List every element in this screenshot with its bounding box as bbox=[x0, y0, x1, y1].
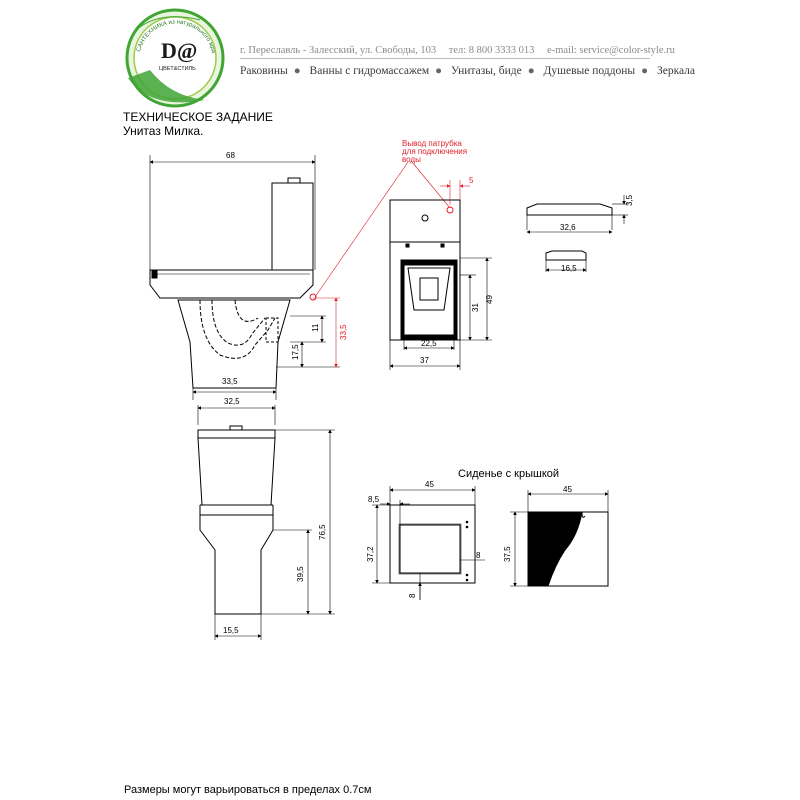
side-width-label: 68 bbox=[226, 151, 235, 160]
nav-bullet: ● bbox=[641, 65, 649, 77]
address: г. Переславль - Залесский, ул. Свободы, … bbox=[240, 45, 437, 56]
nav-item-sinks[interactable]: Раковины bbox=[240, 65, 288, 77]
seat-top-side: 8 bbox=[476, 551, 481, 560]
front-height: 76,5 bbox=[318, 524, 327, 540]
lid-width: 32,6 bbox=[560, 223, 576, 232]
nav-bullet: ● bbox=[435, 65, 443, 77]
button-width: 16,5 bbox=[561, 264, 577, 273]
seat-section-title: Сиденье с крышкой bbox=[458, 468, 560, 480]
seat-side-width: 45 bbox=[563, 485, 572, 494]
button-part bbox=[545, 250, 587, 272]
page-subtitle: Унитаз Милка. bbox=[123, 124, 204, 138]
top-inner-width: 22,5 bbox=[421, 339, 437, 348]
seat-side-height: 37,5 bbox=[503, 546, 512, 562]
side-dim-33-5: 33,5 bbox=[339, 324, 348, 340]
top-outlet-offset: 5 bbox=[469, 176, 474, 185]
header-divider bbox=[240, 58, 650, 59]
seat-top-width: 45 bbox=[425, 480, 434, 489]
nav-item-baths[interactable]: Ванны с гидромассажем bbox=[309, 65, 430, 77]
page-title: ТЕХНИЧЕСКОЕ ЗАДАНИЕ bbox=[123, 110, 273, 124]
side-dim-11: 11 bbox=[311, 323, 320, 332]
outlet-annotation-line-3: воды bbox=[402, 155, 421, 164]
side-depth-label: 33,5 bbox=[222, 377, 238, 386]
footer-note: Размеры могут варьироваться в пределах 0… bbox=[124, 784, 372, 796]
seat-top-bottom: 8 bbox=[408, 593, 417, 598]
top-height-49: 49 bbox=[485, 295, 494, 304]
seat-top-view bbox=[372, 486, 485, 600]
outlet-annotation-line-1: Вывод патрубка bbox=[402, 139, 462, 148]
email: e-mail: service@color-style.ru bbox=[547, 45, 675, 56]
seat-top-depth: 37,2 bbox=[366, 546, 375, 562]
nav-item-toilets[interactable]: Унитазы, биде bbox=[450, 65, 522, 77]
contact-line: г. Переславль - Залесский, ул. Свободы, … bbox=[240, 45, 685, 56]
nav-item-shower-trays[interactable]: Душевые поддоны bbox=[543, 65, 636, 77]
front-base-width: 15,5 bbox=[223, 626, 239, 635]
lid-part bbox=[526, 195, 628, 234]
front-view bbox=[197, 405, 335, 640]
top-inner-height-31: 31 bbox=[471, 303, 480, 312]
nav-bullet: ● bbox=[293, 65, 301, 77]
outlet-annotation-line-2: для подключения bbox=[402, 147, 467, 156]
seat-top-offset: 8,5 bbox=[368, 495, 380, 504]
nav-item-mirrors[interactable]: Зеркала bbox=[656, 65, 696, 77]
logo-letter: D@ bbox=[161, 38, 197, 63]
logo-brand: ЦВЕТ&СТИЛЬ bbox=[159, 66, 196, 72]
top-view bbox=[389, 180, 492, 370]
front-base-height: 39,5 bbox=[296, 566, 305, 582]
side-dim-17-5: 17,5 bbox=[291, 344, 300, 360]
nav-bullet: ● bbox=[527, 65, 535, 77]
front-width: 32,5 bbox=[224, 397, 240, 406]
lid-height: 3,5 bbox=[625, 194, 634, 206]
top-width-37: 37 bbox=[420, 356, 429, 365]
side-view bbox=[149, 155, 340, 400]
seat-side-view bbox=[510, 490, 609, 587]
header-nav: Раковины ● Ванны с гидромассажем ● Унитазы… bbox=[240, 65, 695, 77]
phone: тел: 8 800 3333 013 bbox=[448, 45, 535, 56]
